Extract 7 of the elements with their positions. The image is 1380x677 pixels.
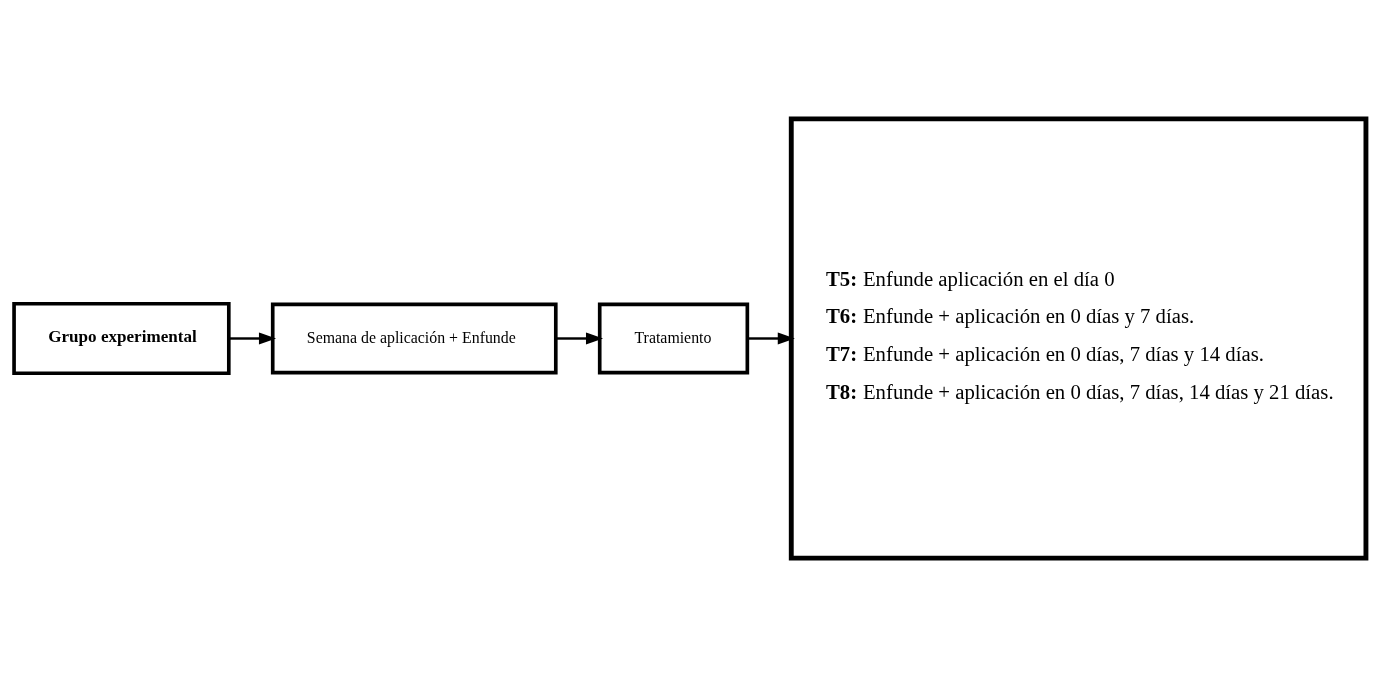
arrow [747,332,795,345]
node-box: Grupo experimental [12,301,231,376]
node-box: T5: Enfunde aplicación en el día 0 T6: Enfunde + aplicación en 0 días y 7 días. T7: Enfunde + aplicación en 0 días, 7 días y 14 días. T8: Enfunde + aplicación en 0 días, 7 días, 14 días y 21 días. [788,116,1369,561]
arrow [229,332,277,345]
node-box: Semana de aplicación + Enfunde [270,302,558,375]
arrow [555,332,604,345]
node-box: Tratamiento [597,302,750,375]
